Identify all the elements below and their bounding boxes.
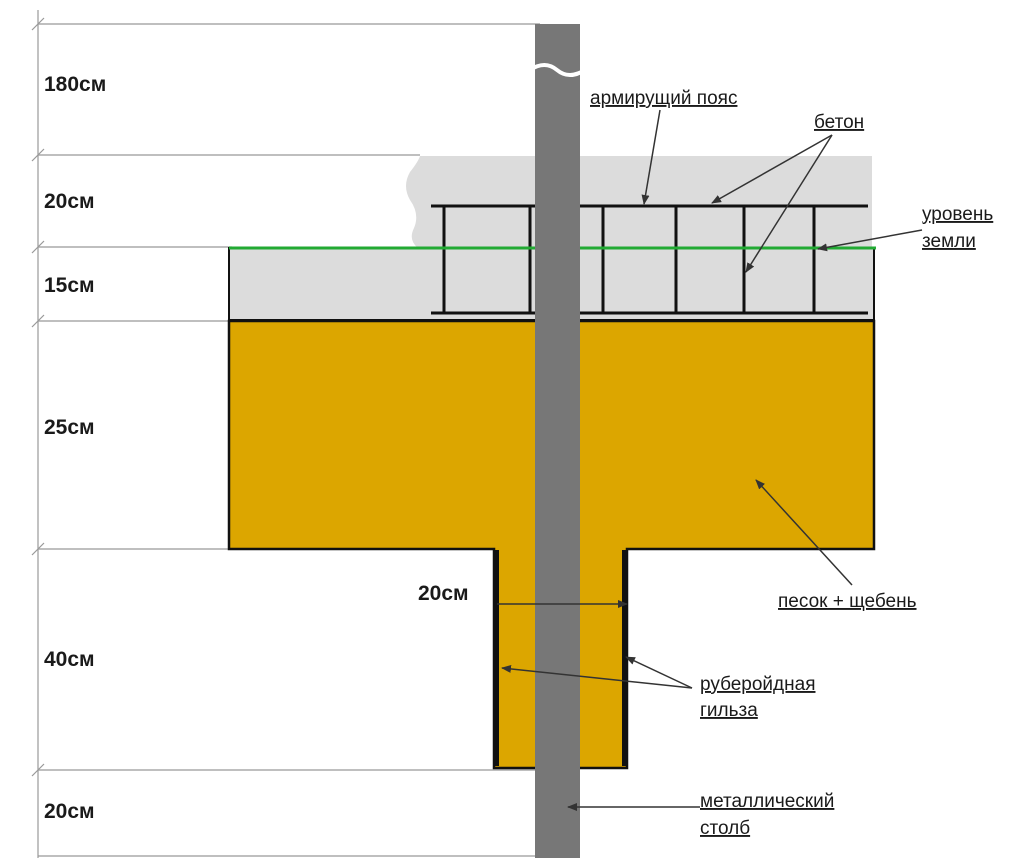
label-metal-post-2: столб xyxy=(700,818,750,839)
post-break-mark xyxy=(528,63,587,77)
reinforcement-belt xyxy=(431,204,868,315)
dim-label-15: 15см xyxy=(44,274,95,297)
dim-label-25: 25см xyxy=(44,416,95,439)
leader-arrows xyxy=(501,109,923,811)
concrete-upper xyxy=(406,156,872,248)
dim-label-40: 40см xyxy=(44,648,95,671)
dim-label-width-20: 20см xyxy=(418,582,469,605)
label-sleeve-2: гильза xyxy=(700,700,758,721)
dimension-ticks xyxy=(31,17,45,777)
label-metal-post-1: металлический xyxy=(700,791,834,812)
label-concrete: бетон xyxy=(814,112,864,133)
label-reinforcement-belt: армирущий пояс xyxy=(590,88,737,109)
label-sand-gravel: песок + щебень xyxy=(778,591,917,612)
metal-post xyxy=(535,24,580,858)
label-ground-level-1: уровень xyxy=(922,204,993,225)
dimension-guides xyxy=(38,23,540,857)
label-sleeve-1: руберойдная xyxy=(700,674,815,695)
dim-label-20-bottom: 20см xyxy=(44,800,95,823)
dim-label-20-top: 20см xyxy=(44,190,95,213)
dim-label-180: 180см xyxy=(44,73,106,96)
label-ground-level-2: земли xyxy=(922,231,976,252)
rubber-sleeve xyxy=(493,550,628,766)
